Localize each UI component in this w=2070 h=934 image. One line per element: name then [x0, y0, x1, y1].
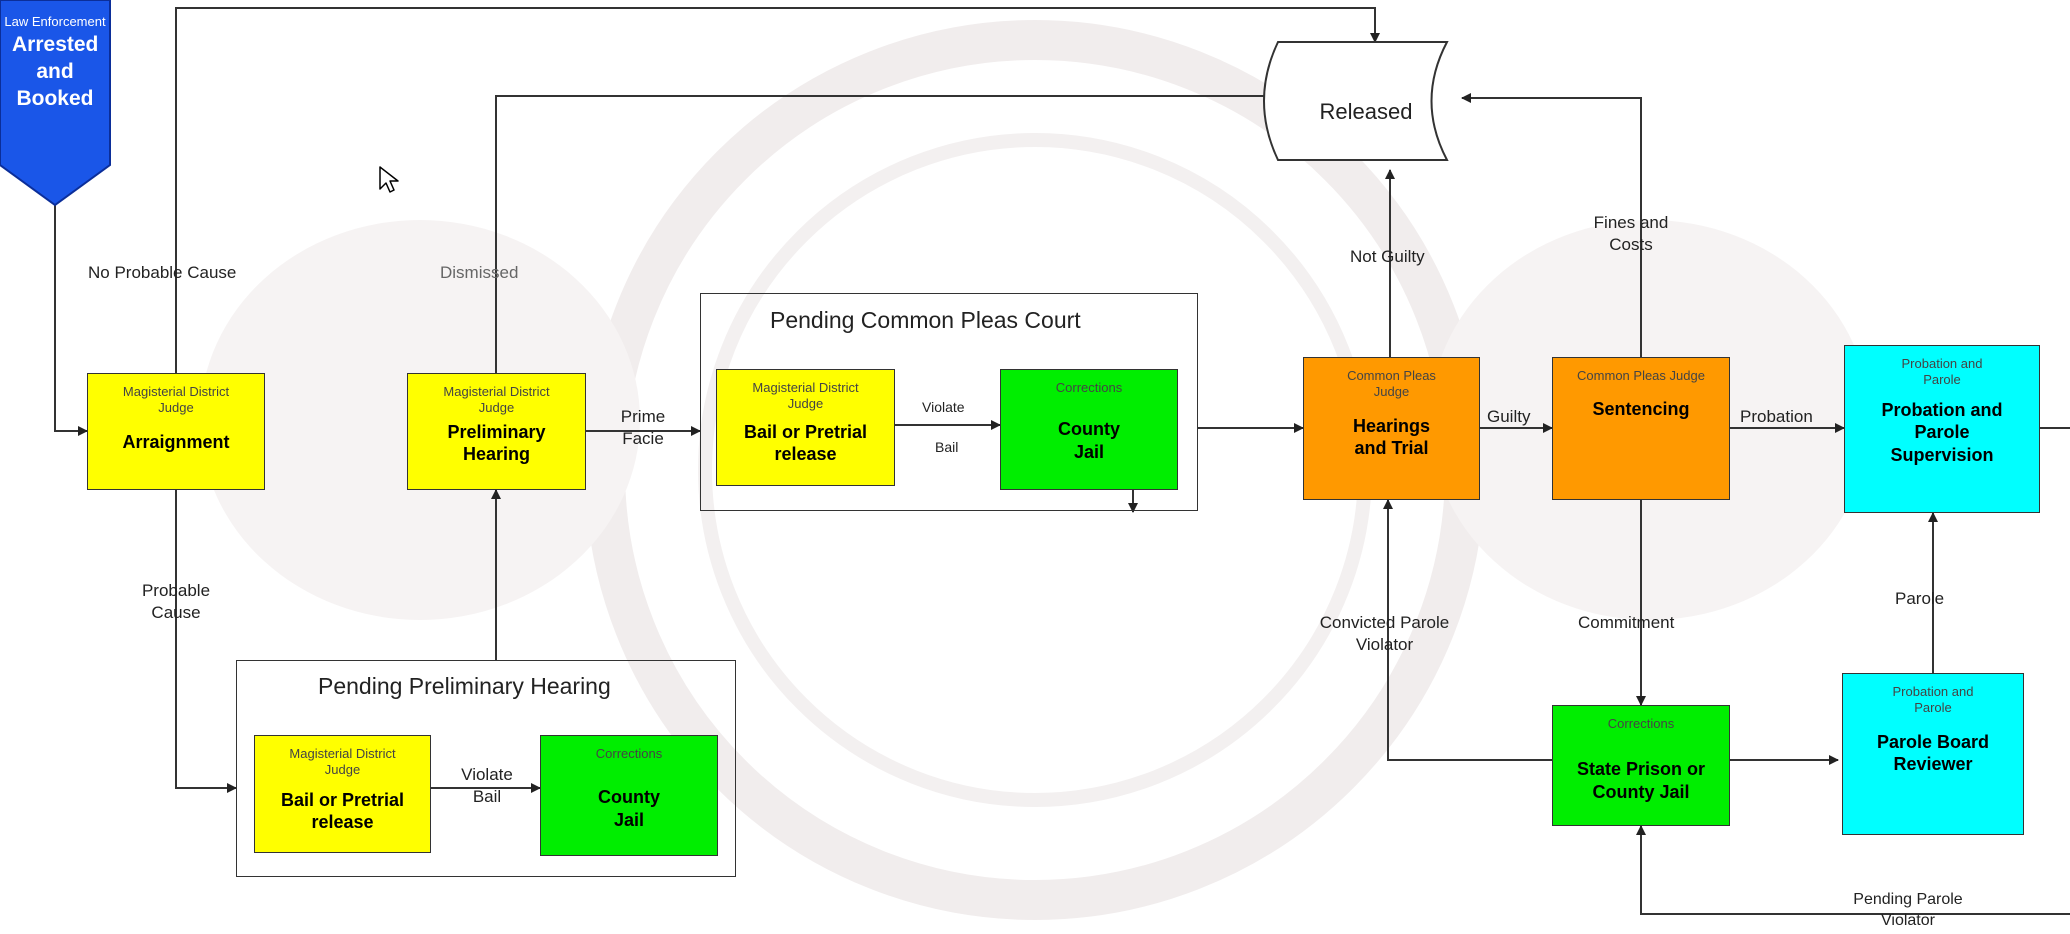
box-label: Bail or Pretrial release [280, 789, 405, 833]
box-role: Magisterial District Judge [289, 746, 396, 778]
label-not-guilty: Not Guilty [1350, 247, 1425, 266]
parole-board-box: Probation and Parole Parole Board Review… [1842, 673, 2024, 835]
label-violate-bail-ph: Violate Bail [461, 765, 513, 807]
label-bail-cp: Bail [935, 439, 959, 455]
box-role: Probation and Parole [1892, 684, 1974, 716]
bail-cp-box: Magisterial District Judge Bail or Pretr… [716, 369, 895, 486]
released-shape [1263, 41, 1449, 161]
box-role: Magisterial District Judge [122, 384, 230, 416]
county-jail-cp-box: Corrections County Jail [1000, 369, 1178, 490]
box-label: Sentencing [1592, 399, 1690, 420]
pending-preliminary-group [236, 660, 736, 877]
box-role: Magisterial District Judge [443, 384, 550, 416]
box-label: Arraignment [122, 431, 230, 452]
label-fines-costs: Fines and Costs [1593, 213, 1669, 255]
arrow-booked-to-arraignment [54, 205, 88, 436]
box-label: State Prison or County Jail [1576, 759, 1706, 802]
pending-common-pleas-group [700, 293, 1198, 511]
box-label: Parole Board Reviewer [1876, 731, 1990, 775]
box-label: Preliminary Hearing [447, 421, 546, 465]
arrow-pending-parole-violator [1636, 825, 2070, 915]
box-label: Hearings and Trial [1352, 415, 1431, 459]
label-no-probable-cause: No Probable Cause [88, 263, 237, 282]
mouse-cursor-icon [379, 166, 399, 193]
hearings-trial-box: Common Pleas Judge Hearings and Trial [1303, 357, 1480, 500]
box-label: Bail or Pretrial release [743, 421, 868, 465]
box-role: Corrections [595, 746, 663, 761]
label-commitment: Commitment [1578, 613, 1675, 632]
label-guilty: Guilty [1487, 407, 1531, 426]
pending-preliminary-title: Pending Preliminary Hearing [318, 673, 611, 699]
label-probable-cause: Probable Cause [141, 581, 211, 623]
arrow-no-probable-cause [175, 7, 1380, 373]
state-prison-box: Corrections State Prison or County Jail [1552, 705, 1730, 826]
label-convicted-parole-violator: Convicted Parole Violator [1319, 613, 1450, 655]
box-label: County Jail [598, 787, 660, 830]
label-dismissed: Dismissed [440, 263, 519, 282]
label-pending-parole-violator: Pending Parole Violator [1853, 891, 1963, 929]
arraignment-box: Magisterial District Judge Arraignment [87, 373, 265, 490]
arrow-probable-cause [175, 490, 237, 793]
arrow-fines-costs [1461, 93, 1642, 357]
box-role: Common Pleas Judge [1577, 368, 1705, 383]
box-role: Probation and Parole [1901, 356, 1983, 388]
released-label: Released [1319, 99, 1413, 124]
preliminary-hearing-box: Magisterial District Judge Preliminary H… [407, 373, 586, 490]
probation-supervision-box: Probation and Parole Probation and Parol… [1844, 345, 2040, 513]
box-label: County Jail [1058, 419, 1120, 462]
box-role: Common Pleas Judge [1347, 368, 1436, 400]
law-enforcement-label: Law Enforcement [4, 14, 106, 29]
arrested-shape [0, 0, 111, 207]
label-probation: Probation [1740, 407, 1813, 426]
arrow-convicted-parole-violator [1383, 499, 1552, 761]
box-role: Corrections [1055, 380, 1123, 395]
bail-ph-box: Magisterial District Judge Bail or Pretr… [254, 735, 431, 853]
county-jail-ph-box: Corrections County Jail [540, 735, 718, 856]
label-parole: Parole [1895, 589, 1945, 608]
label-violate-cp: Violate [922, 399, 965, 415]
pending-common-pleas-title: Pending Common Pleas Court [770, 307, 1081, 333]
box-role: Corrections [1607, 716, 1675, 731]
box-role: Magisterial District Judge [752, 380, 859, 412]
box-label: Probation and Parole Supervision [1881, 399, 2003, 465]
label-prime-facie: Prime Facie [620, 407, 666, 449]
sentencing-box: Common Pleas Judge Sentencing [1552, 357, 1730, 500]
arrested-and-booked: Law Enforcement Arrested and Booked [0, 14, 110, 113]
arrested-booked-label: Arrested and Booked [12, 32, 99, 111]
arrow-dismissed [495, 91, 1296, 373]
